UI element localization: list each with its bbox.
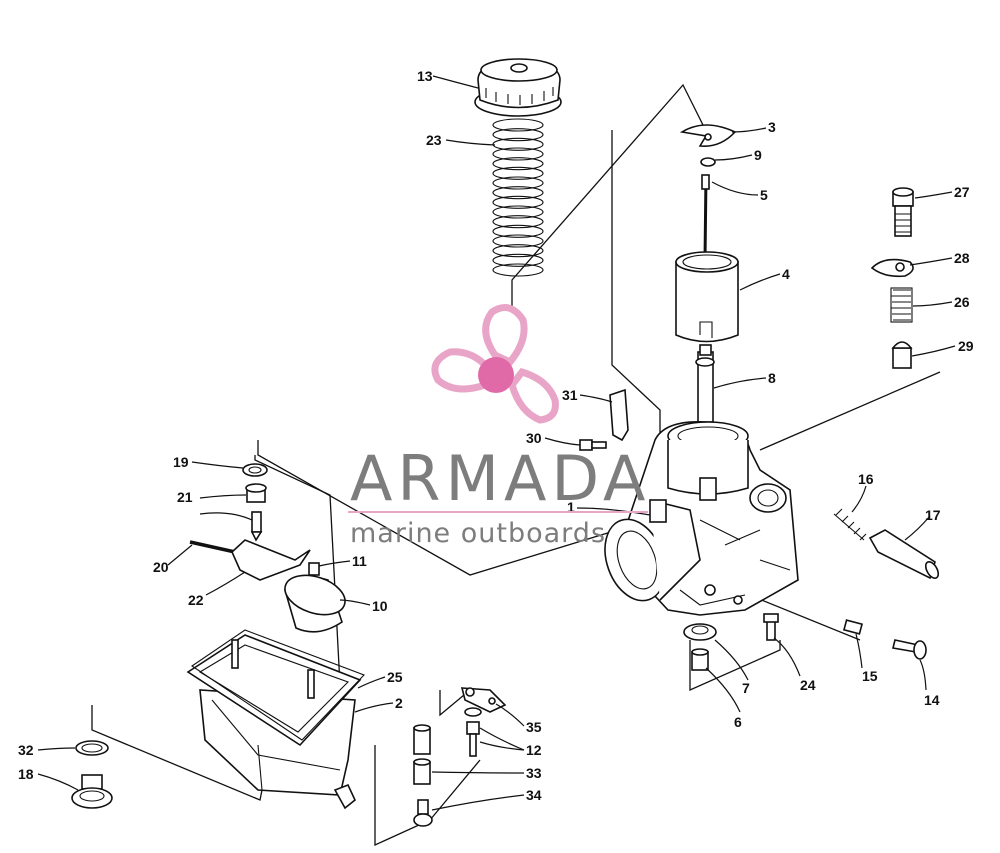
throttle-slide-part-4 [675, 251, 739, 343]
tube-part-33 [413, 724, 431, 785]
spring-part-23 [492, 118, 544, 277]
callout-27: 27 [954, 184, 970, 200]
callout-4: 4 [782, 266, 790, 282]
callout-34: 34 [526, 787, 542, 803]
retainer-plate-part-3 [679, 124, 737, 148]
plug-part-18 [71, 774, 113, 809]
callout-7: 7 [742, 680, 750, 696]
callout-3: 3 [768, 119, 776, 135]
spring-coil [492, 215, 544, 229]
spring-coil [492, 234, 544, 248]
spring-coil [492, 157, 544, 171]
clip-part-9 [700, 157, 716, 167]
callout-33: 33 [526, 765, 542, 781]
callout-16: 16 [858, 471, 874, 487]
callout-6: 6 [734, 714, 742, 730]
callout-23: 23 [426, 132, 442, 148]
main-jet-part-6 [691, 648, 709, 671]
propeller-logo-icon [431, 304, 559, 424]
needle-jet-part-8 [695, 344, 715, 423]
callout-numbers: 13 23 3 9 5 4 8 31 30 1 27 28 26 29 16 1… [18, 68, 974, 803]
callout-18: 18 [18, 766, 34, 782]
callout-13: 13 [417, 68, 433, 84]
plunger-part-29 [891, 341, 913, 369]
gasket-part-32 [75, 740, 109, 756]
spring-part-16 [833, 508, 867, 541]
jet-part-15 [842, 619, 864, 635]
needle-part-5 [701, 174, 710, 261]
callout-21: 21 [177, 489, 193, 505]
leader-lines [37, 75, 956, 811]
callout-10: 10 [372, 598, 388, 614]
spring-coil [492, 186, 544, 200]
callout-19: 19 [173, 454, 189, 470]
callout-11: 11 [352, 553, 367, 569]
spring-coil [492, 166, 544, 180]
spring-coil [492, 244, 544, 258]
callout-20: 20 [153, 559, 169, 575]
watermark-tagline: marine outboards [350, 518, 606, 549]
callout-22: 22 [188, 592, 204, 608]
callout-15: 15 [862, 668, 878, 684]
callout-26: 26 [954, 294, 970, 310]
pilot-screw-part-14 [892, 639, 927, 660]
cap-part-13 [474, 58, 562, 117]
pin-part-20 [189, 540, 236, 554]
spring-coil [492, 205, 544, 219]
adjuster-part-27 [892, 187, 914, 237]
callout-31: 31 [562, 387, 578, 403]
drain-plug-part-34 [413, 799, 433, 827]
callout-28: 28 [954, 250, 970, 266]
float-arm-part-22 [231, 539, 311, 581]
spring-coil [492, 263, 544, 277]
pin-part-24 [763, 613, 779, 641]
washer-part-19 [242, 463, 268, 477]
spring-coil [492, 253, 544, 267]
callout-9: 9 [754, 147, 762, 163]
watermark-brand: ARMADA [350, 442, 650, 515]
plate-part-28 [870, 258, 914, 278]
callout-25: 25 [387, 669, 403, 685]
float-bowl-part-2 [186, 634, 362, 810]
callout-32: 32 [18, 742, 34, 758]
spring-coil [492, 128, 544, 142]
pin-part-11 [308, 562, 320, 576]
screw-part-17 [868, 529, 940, 580]
callout-14: 14 [924, 692, 940, 708]
spring-coil [492, 195, 544, 209]
main-jet-part-7 [683, 623, 717, 641]
callout-8: 8 [768, 370, 776, 386]
watermark: ARMADA marine outboards [348, 304, 650, 549]
callout-1: 1 [567, 499, 575, 515]
callout-29: 29 [958, 338, 974, 354]
spring-coil [492, 118, 544, 132]
spring-part-26 [890, 287, 913, 323]
spring-coil [492, 176, 544, 190]
gasket-part-25 [191, 629, 365, 741]
float-part-10 [284, 574, 346, 633]
callout-24: 24 [800, 677, 816, 693]
carburetor-body-part-1 [604, 421, 799, 616]
callout-12: 12 [526, 742, 542, 758]
bracket-part-35 [460, 687, 507, 713]
callout-2: 2 [395, 695, 403, 711]
assembly-guides [91, 83, 941, 847]
screw-part-12 [464, 707, 482, 757]
callout-17: 17 [925, 507, 941, 523]
callout-30: 30 [526, 430, 542, 446]
spring-coil [492, 224, 544, 238]
callout-35: 35 [526, 719, 542, 735]
cable-bracket-part-31 [609, 388, 629, 442]
spring-coil [492, 147, 544, 161]
needle-seat-part-21 [245, 483, 267, 542]
callout-5: 5 [760, 187, 768, 203]
